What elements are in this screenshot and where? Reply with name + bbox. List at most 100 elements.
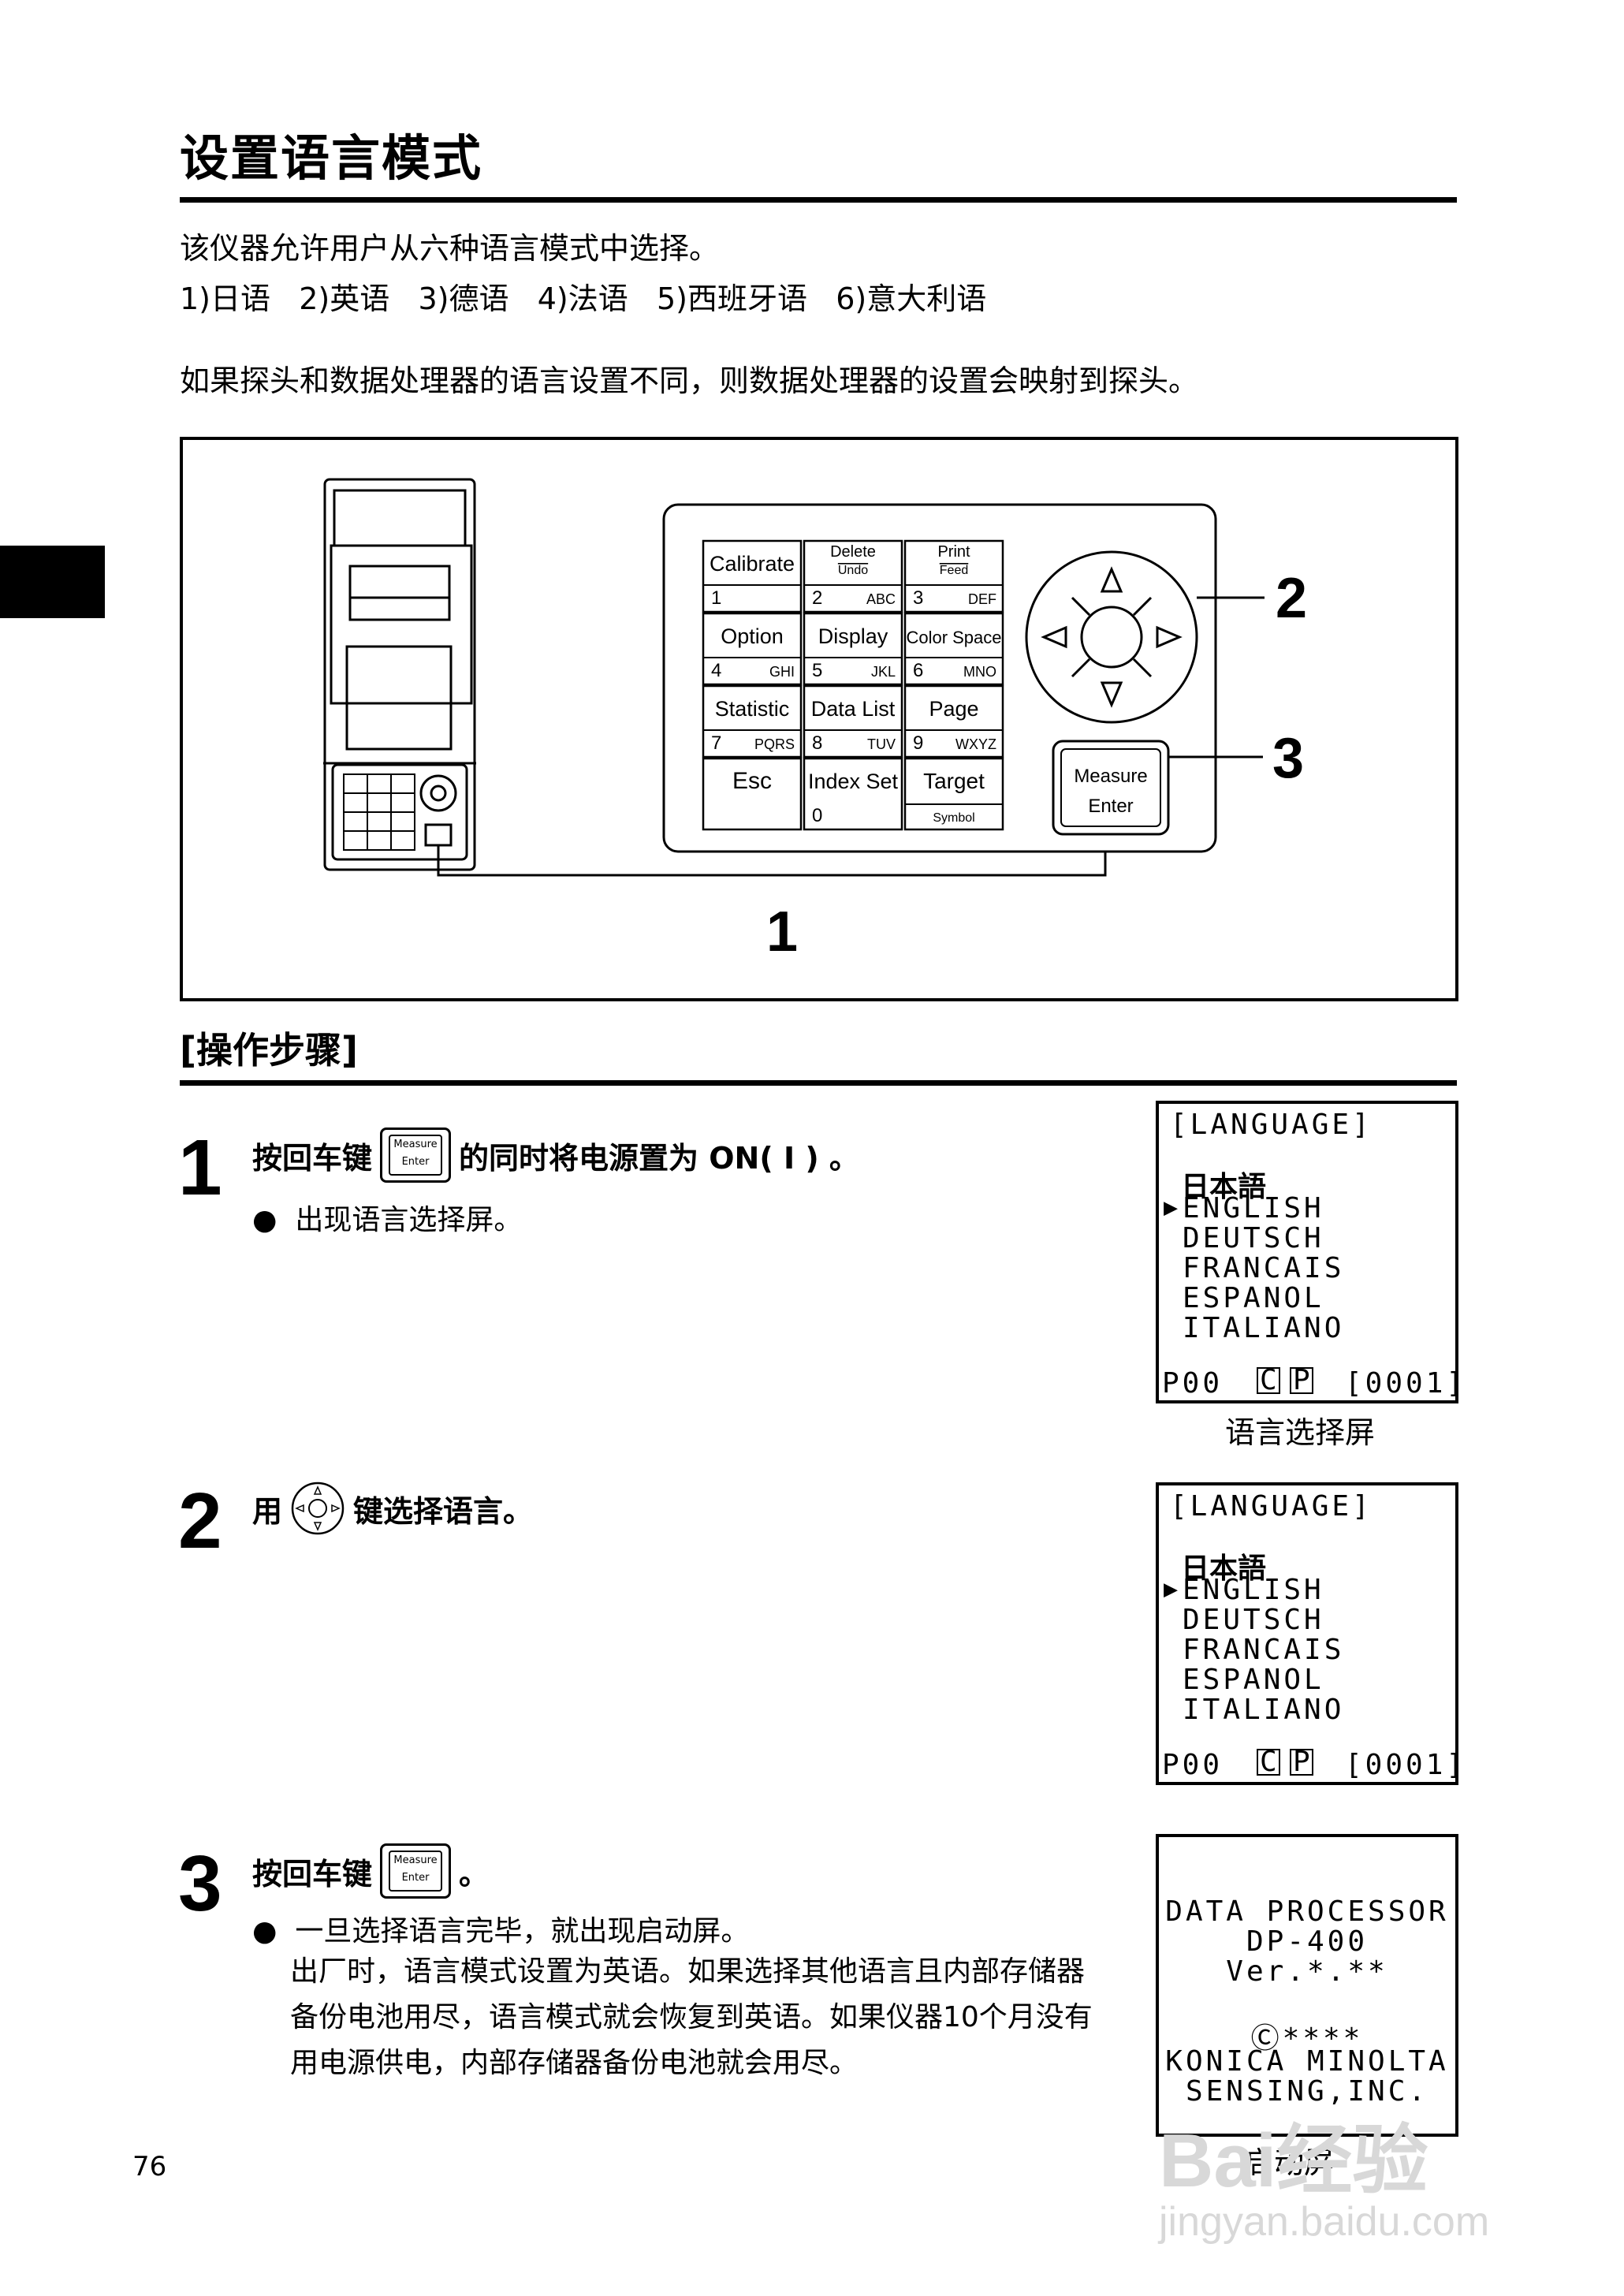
startup-line-copyright: Ⓒ**** — [1250, 2022, 1364, 2055]
key-letters: MNO — [963, 664, 996, 680]
language-item-italiano: ITALIANO — [1183, 1694, 1345, 1726]
startup-line-5: KONICA MINOLTA — [1165, 2045, 1449, 2078]
key-icon-line-2: Enter — [401, 1872, 430, 1884]
key-letters: GHI — [769, 664, 795, 680]
keypad-key[interactable]: Esc — [702, 757, 803, 831]
language-screen-2: [LANGUAGE] 日本語 ▶ ENGLISH DEUTSCH FRANCAI… — [1156, 1482, 1463, 1785]
screen-header: [LANGUAGE] — [1170, 1490, 1373, 1523]
step-2-instruction: 用 键选择语言。 — [252, 1481, 533, 1536]
arrow-left-icon — [1041, 625, 1067, 649]
startup-line-3: Ver.*.** — [1226, 1955, 1388, 1988]
key-label: Esc — [732, 768, 772, 794]
language-item-francais: FRANCAIS — [1183, 1252, 1345, 1284]
startup-line-6: SENSING,INC. — [1185, 2075, 1429, 2108]
page-number: 76 — [132, 2151, 167, 2182]
key-number: 7 — [711, 732, 721, 754]
title-rule — [180, 197, 1457, 203]
key-number: 4 — [711, 660, 721, 681]
key-border — [803, 539, 903, 613]
language-item-japanese: 日本語 — [1181, 1171, 1267, 1203]
language-item-espanol: ESPANOL — [1183, 1282, 1324, 1314]
language-item-japanese: 日本語 — [1181, 1552, 1267, 1585]
intro-line-1: 该仪器允许用户从六种语言模式中选择。 — [180, 231, 720, 266]
footer-c-badge: C — [1257, 1366, 1280, 1395]
key-number: 8 — [812, 732, 822, 754]
step-number-2: 2 — [178, 1477, 222, 1565]
language-item-english: ENGLISH — [1183, 1574, 1324, 1606]
language-item-deutsch: DEUTSCH — [1183, 1222, 1324, 1254]
step-3-paragraph: 出厂时，语言模式设置为英语。如果选择其他语言且内部存储器备份电池用尽，语言模式就… — [290, 1955, 1093, 2079]
key-border — [702, 539, 803, 613]
key-label: Delete — [830, 543, 876, 561]
key-number: 9 — [913, 732, 923, 754]
key-label: Page — [929, 697, 978, 721]
key-letters: JKL — [871, 664, 896, 680]
measure-key-line-1: Measure — [1074, 766, 1147, 787]
key-number: 6 — [913, 660, 923, 681]
measure-key-line-2: Enter — [1088, 796, 1133, 817]
footer-counter: [0001] — [1345, 1367, 1467, 1400]
measure-enter-key[interactable]: Measure Enter — [1052, 740, 1170, 836]
arrow-up-icon — [1100, 566, 1123, 593]
language-item-francais: FRANCAIS — [1183, 1634, 1345, 1666]
footer-counter: [0001] — [1345, 1749, 1467, 1781]
chapter-tab — [0, 546, 105, 618]
key-number: 0 — [812, 805, 822, 826]
startup-line-2: DP-400 — [1246, 1925, 1369, 1958]
language-item-deutsch: DEUTSCH — [1183, 1604, 1324, 1636]
callout-3: 3 — [1272, 727, 1304, 790]
key-icon-line-2: Enter — [401, 1156, 430, 1168]
watermark-logo: Bai经验 — [1159, 2119, 1428, 2203]
key-icon-line-1: Measure — [393, 1139, 438, 1150]
footer-page: P00 — [1162, 1367, 1224, 1400]
key-letters: WXYZ — [955, 736, 996, 752]
key-label: Statistic — [715, 697, 790, 721]
key-sublabel: Undo — [838, 564, 868, 577]
key-border — [803, 684, 903, 758]
step-2-text-before: 用 — [252, 1493, 283, 1529]
cursor-icon: ▶ — [1164, 1194, 1182, 1221]
key-label: Option — [721, 624, 784, 648]
keypad-key[interactable]: Page 9 WXYZ — [903, 684, 1004, 758]
key-label: Data List — [811, 697, 896, 721]
section-heading: [操作步骤] — [180, 1029, 359, 1072]
key-border — [702, 684, 803, 758]
step-number-3: 3 — [178, 1839, 222, 1928]
key-letters: PQRS — [754, 736, 795, 752]
keypad-key[interactable]: Statistic 7 PQRS — [702, 684, 803, 758]
cursor-icon: ▶ — [1164, 1575, 1182, 1603]
language-item-italiano: ITALIANO — [1183, 1312, 1345, 1344]
key-sublabel: Symbol — [933, 811, 974, 825]
key-label: Calibrate — [710, 552, 795, 576]
step-1-text-before: 按回车键 — [252, 1140, 373, 1176]
key-sublabel: Feed — [940, 564, 968, 577]
key-number: 3 — [913, 587, 923, 609]
direction-pad-icon — [291, 1482, 345, 1535]
language-item-espanol: ESPANOL — [1183, 1664, 1324, 1696]
step-1-bullet-text: 出现语言选择屏。 — [295, 1204, 523, 1236]
step-3-text-after: 。 — [459, 1856, 490, 1892]
step-3-text-before: 按回车键 — [252, 1856, 373, 1892]
screen-header: [LANGUAGE] — [1170, 1109, 1373, 1141]
startup-screen: DATA PROCESSOR DP-400 Ver.*.** Ⓒ**** KON… — [1156, 1834, 1458, 2137]
key-letters: ABC — [866, 591, 896, 607]
page-title: 设置语言模式 — [180, 129, 483, 187]
key-border — [702, 757, 803, 831]
arrow-down-icon — [1100, 681, 1123, 708]
step-1-text-after: 的同时将电源置为 ON( I ) 。 — [459, 1140, 859, 1176]
footer-c-badge: C — [1257, 1748, 1280, 1776]
direction-pad[interactable] — [1025, 550, 1198, 724]
